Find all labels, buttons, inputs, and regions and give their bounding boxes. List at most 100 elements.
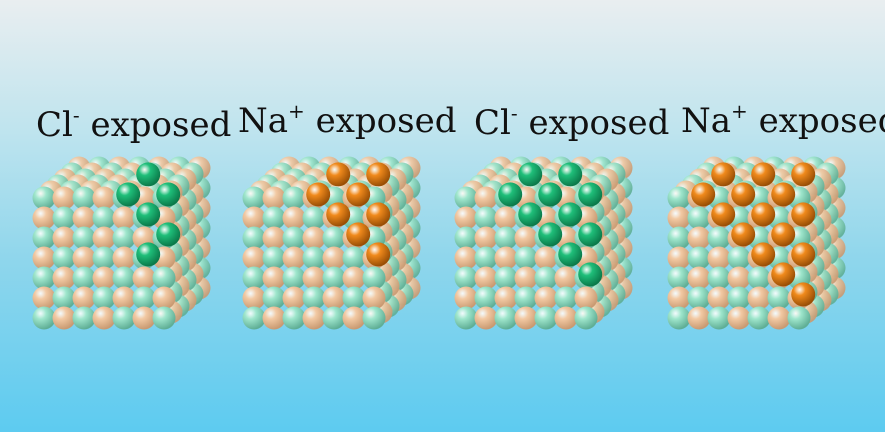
chloride-ion bbox=[362, 306, 386, 330]
sodium-ion bbox=[707, 286, 731, 310]
chloride-ion bbox=[282, 226, 306, 250]
sodium-ion bbox=[302, 306, 326, 330]
sodium-ion bbox=[554, 306, 578, 330]
chloride-ion bbox=[112, 226, 136, 250]
chloride-ion bbox=[72, 306, 96, 330]
chloride-ion bbox=[747, 306, 771, 330]
exposed-chloride-ion bbox=[538, 182, 563, 207]
sodium-ion bbox=[342, 306, 366, 330]
exposed-chloride-ion bbox=[578, 262, 603, 287]
sodium-ion bbox=[727, 306, 751, 330]
exposed-chloride-ion bbox=[498, 182, 523, 207]
exposed-sodium-ion bbox=[366, 242, 391, 267]
exposed-sodium-ion bbox=[731, 182, 756, 207]
exposed-chloride-ion bbox=[156, 222, 181, 247]
charge-sign: + bbox=[288, 99, 305, 123]
chloride-ion bbox=[454, 186, 478, 210]
sodium-ion bbox=[242, 286, 266, 310]
exposed-sodium-ion bbox=[711, 202, 736, 227]
charge-sign: - bbox=[510, 101, 518, 125]
sodium-ion bbox=[32, 246, 56, 270]
chloride-ion bbox=[322, 226, 346, 250]
chloride-ion bbox=[32, 186, 56, 210]
chloride-ion bbox=[112, 306, 136, 330]
label-text: exposed bbox=[315, 101, 457, 141]
sodium-ion bbox=[667, 286, 691, 310]
exposed-sodium-ion bbox=[771, 182, 796, 207]
chloride-ion bbox=[667, 266, 691, 290]
chloride-ion bbox=[112, 266, 136, 290]
element-symbol: Na bbox=[681, 101, 732, 141]
exposed-sodium-ion bbox=[771, 222, 796, 247]
exposed-sodium-ion bbox=[346, 222, 371, 247]
exposed-chloride-ion bbox=[558, 202, 583, 227]
exposed-sodium-ion bbox=[791, 202, 816, 227]
chloride-ion bbox=[687, 246, 711, 270]
exposed-chloride-ion bbox=[558, 162, 583, 187]
sodium-ion bbox=[514, 306, 538, 330]
chloride-ion bbox=[667, 226, 691, 250]
sodium-ion bbox=[32, 286, 56, 310]
chloride-ion bbox=[152, 306, 176, 330]
sodium-ion bbox=[687, 226, 711, 250]
chloride-ion bbox=[262, 286, 286, 310]
exposed-sodium-ion bbox=[751, 202, 776, 227]
sodium-ion bbox=[72, 206, 96, 230]
charge-sign: - bbox=[72, 103, 80, 127]
label-text: exposed bbox=[528, 103, 670, 143]
chloride-ion bbox=[92, 286, 116, 310]
sodium-ion bbox=[112, 246, 136, 270]
exposed-chloride-ion bbox=[518, 162, 543, 187]
sodium-ion bbox=[494, 206, 518, 230]
chloride-ion bbox=[707, 266, 731, 290]
chloride-ion bbox=[242, 306, 266, 330]
chloride-ion bbox=[72, 226, 96, 250]
sodium-ion bbox=[262, 306, 286, 330]
chloride-ion bbox=[474, 206, 498, 230]
sodium-ion bbox=[474, 266, 498, 290]
chloride-ion bbox=[667, 186, 691, 210]
sodium-ion bbox=[554, 266, 578, 290]
chloride-ion bbox=[72, 266, 96, 290]
sodium-ion bbox=[132, 306, 156, 330]
sodium-ion bbox=[687, 306, 711, 330]
sodium-ion bbox=[474, 306, 498, 330]
chloride-ion bbox=[52, 206, 76, 230]
exposed-sodium-ion bbox=[791, 282, 816, 307]
chloride-ion bbox=[687, 286, 711, 310]
chloride-ion bbox=[302, 286, 326, 310]
chloride-ion bbox=[242, 266, 266, 290]
sodium-ion bbox=[454, 246, 478, 270]
chloride-ion bbox=[32, 306, 56, 330]
sodium-ion bbox=[747, 286, 771, 310]
sodium-ion bbox=[494, 286, 518, 310]
sodium-ion bbox=[474, 226, 498, 250]
chloride-ion bbox=[514, 286, 538, 310]
sodium-ion bbox=[52, 186, 76, 210]
sodium-ion bbox=[92, 266, 116, 290]
chloride-ion bbox=[152, 266, 176, 290]
sodium-ion bbox=[282, 206, 306, 230]
sodium-ion bbox=[242, 246, 266, 270]
chloride-ion bbox=[534, 266, 558, 290]
sodium-ion bbox=[302, 266, 326, 290]
sodium-ion bbox=[322, 286, 346, 310]
label-text: exposed bbox=[758, 101, 885, 141]
label-cl-exposed-1: Cl- exposed bbox=[36, 105, 231, 142]
exposed-chloride-ion bbox=[136, 162, 161, 187]
sodium-ion bbox=[667, 206, 691, 230]
chloride-ion bbox=[727, 286, 751, 310]
sodium-ion bbox=[767, 306, 791, 330]
sodium-ion bbox=[707, 246, 731, 270]
sodium-ion bbox=[687, 266, 711, 290]
sodium-ion bbox=[262, 186, 286, 210]
sodium-ion bbox=[72, 286, 96, 310]
crystal-na-exposed-large bbox=[667, 156, 846, 330]
chloride-ion bbox=[454, 226, 478, 250]
chloride-ion bbox=[32, 266, 56, 290]
chloride-ion bbox=[282, 186, 306, 210]
chloride-ion bbox=[32, 226, 56, 250]
chloride-ion bbox=[474, 286, 498, 310]
sodium-ion bbox=[242, 206, 266, 230]
chloride-ion bbox=[132, 286, 156, 310]
